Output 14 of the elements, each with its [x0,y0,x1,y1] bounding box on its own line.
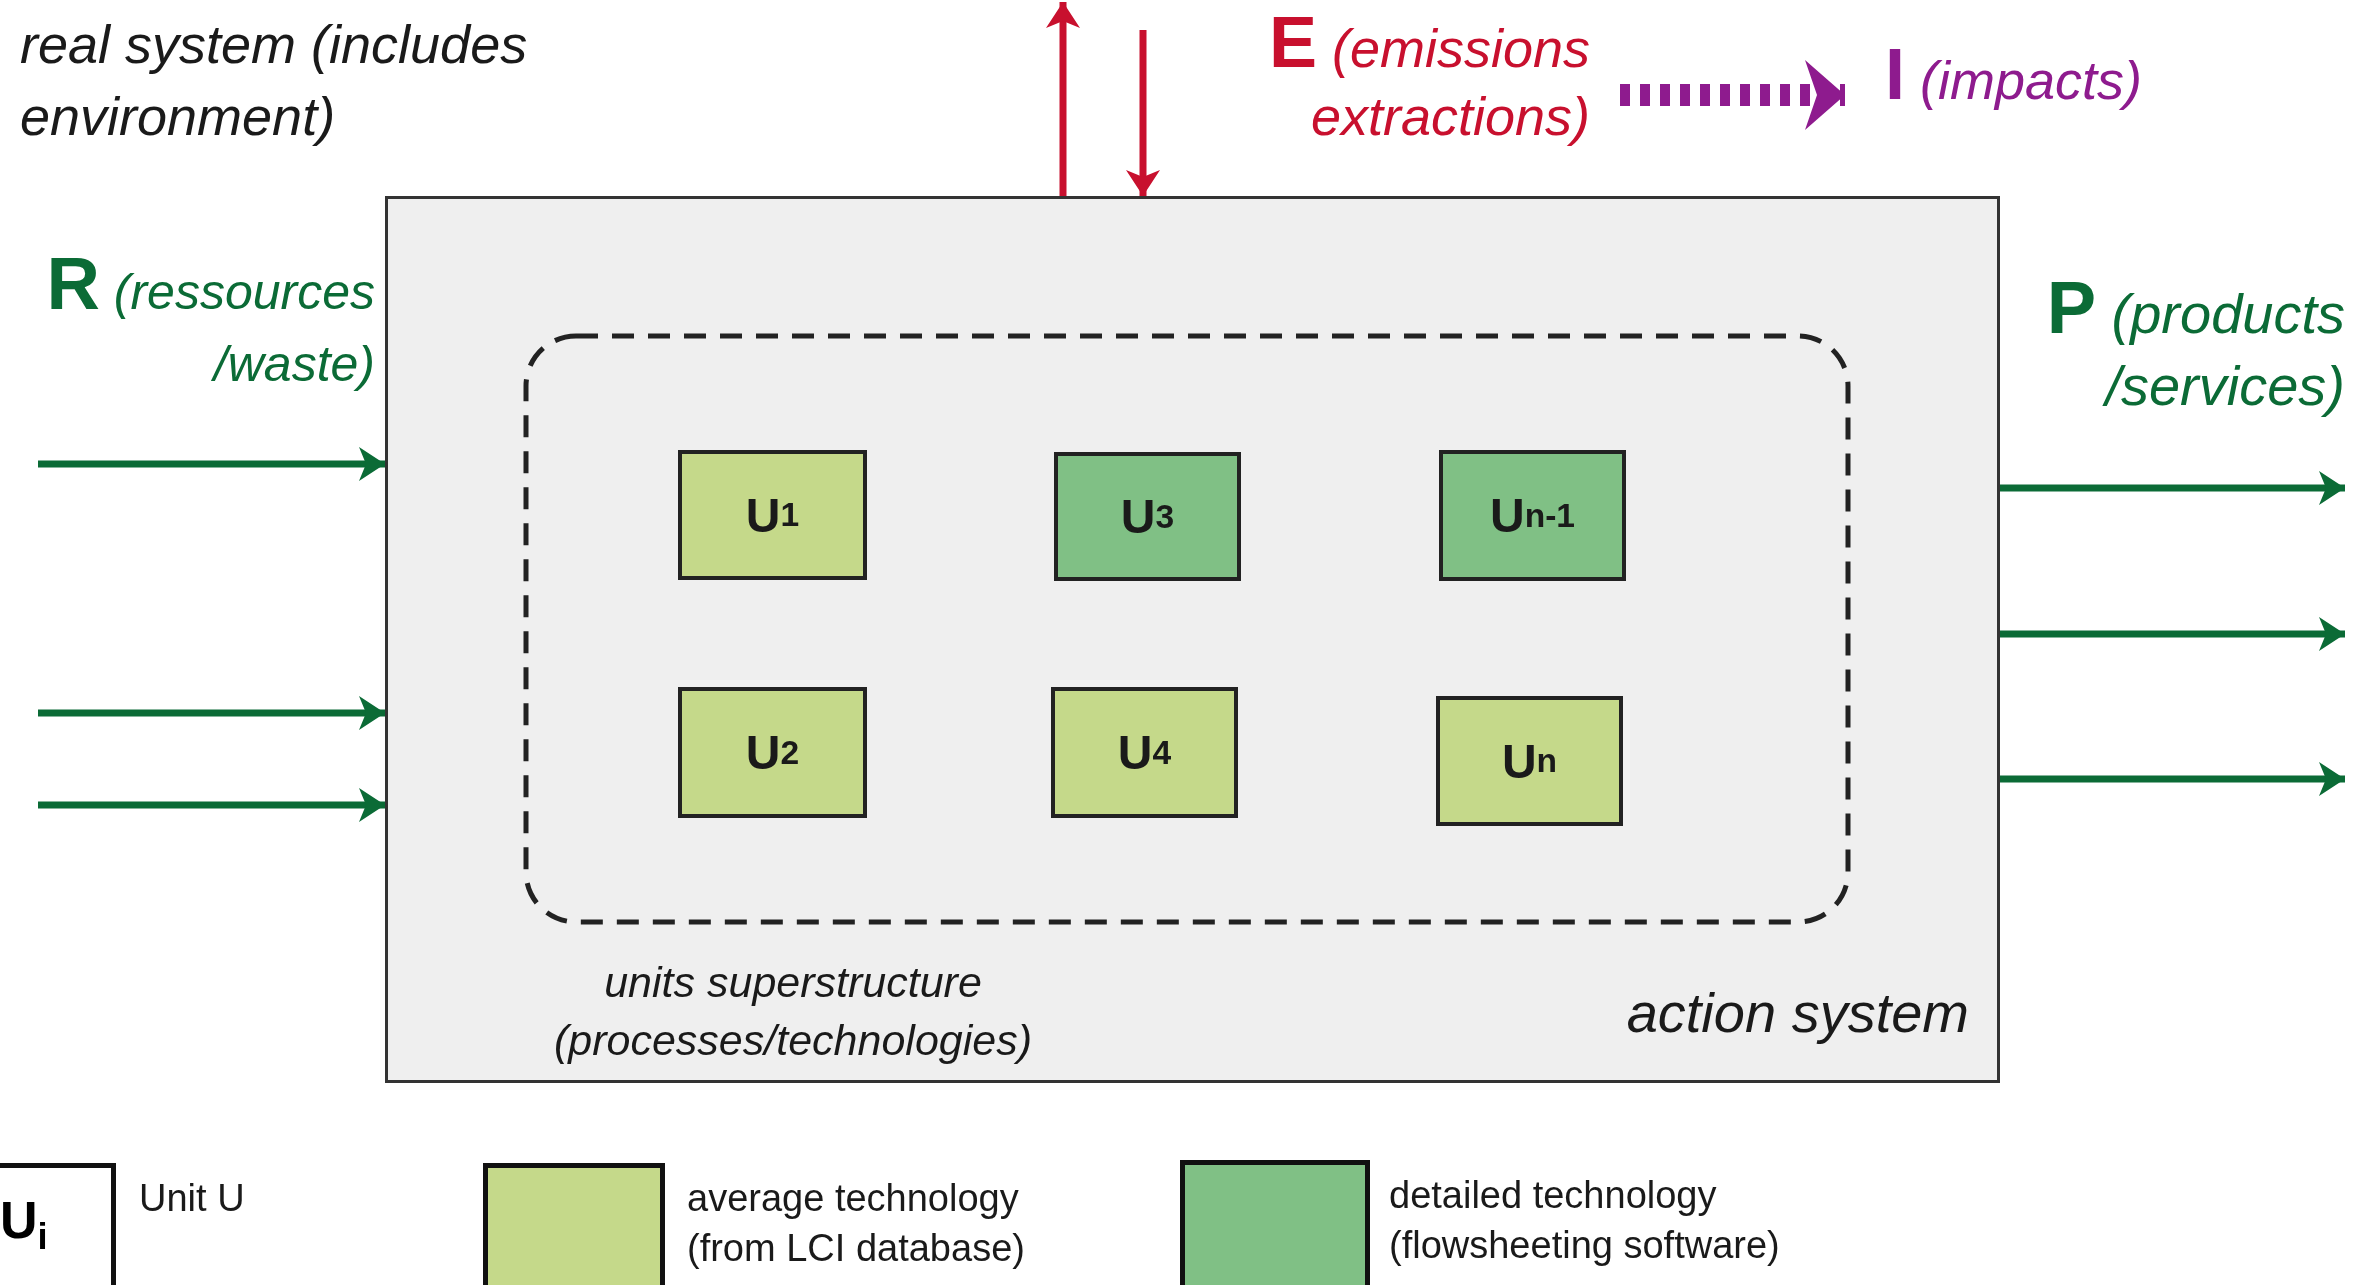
flow-label: R (ressources /waste) [45,248,375,394]
legend-text: Unit U [139,1176,246,1221]
legend-text: detailed technology (flowsheeting software) [1389,1173,1781,1268]
flow-label: E (emissions extractions) [1080,8,1620,158]
system-box [385,196,2000,1083]
flow-label: P (products /services) [2045,272,2345,419]
box-title: action system [1626,980,1969,1045]
caption-text: real system (includes environment) [20,13,529,148]
arrow [1620,60,1845,130]
legend-text: average technology (from LCI database) [687,1176,1026,1271]
group-title: units superstructure (processes/technologies) [553,957,1033,1066]
flow-label: I (impacts) [1845,40,2345,140]
legend-swatch-text: U$_{i}$ [0,1190,48,1259]
arrow [1046,2,1080,196]
